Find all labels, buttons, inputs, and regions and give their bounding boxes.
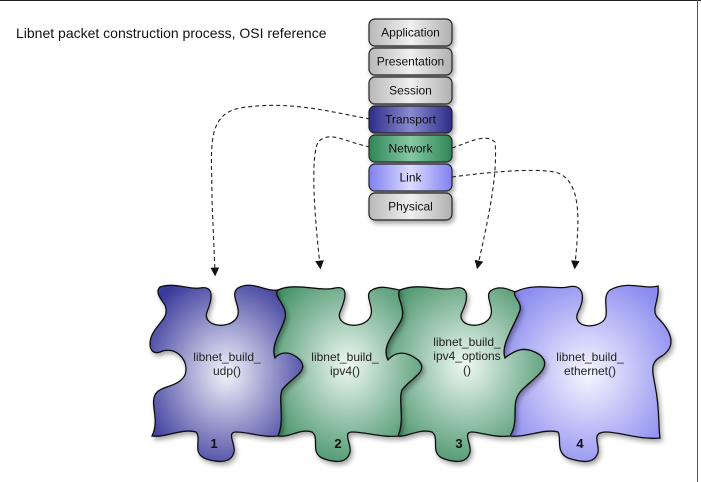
puzzle-piece-2-number: 2	[334, 436, 341, 451]
osi-layer-link: Link	[368, 163, 453, 192]
osi-layer-box	[368, 47, 453, 76]
osi-layer-network: Network	[368, 134, 453, 163]
osi-layer-label: Network	[388, 142, 433, 156]
osi-layer-session: Session	[368, 76, 453, 105]
puzzle-piece-2-label: ipv4()	[330, 364, 360, 378]
connector-network-to-piece-2	[313, 136, 371, 270]
puzzle-piece-4-number: 4	[576, 436, 584, 451]
puzzle-piece-1-shape	[149, 284, 304, 463]
puzzle-piece-4-label: libnet_build_	[556, 350, 624, 364]
puzzle-piece-3-number: 3	[455, 436, 462, 451]
osi-layer-box	[368, 192, 453, 221]
connector-transport-to-piece-1	[210, 104, 371, 277]
puzzle-piece-4-label: ethernet()	[564, 364, 616, 378]
diagram-title: Libnet packet construction process, OSI …	[16, 25, 327, 41]
osi-layer-application: Application	[368, 18, 453, 47]
connector-link-to-piece-4	[451, 169, 580, 270]
frame-right-border	[697, 0, 698, 482]
osi-layer-transport: Transport	[368, 105, 453, 134]
frame-top-border	[0, 0, 701, 1]
puzzle-piece-1	[149, 284, 304, 463]
osi-layer-box	[368, 18, 453, 47]
osi-layer-label: Application	[381, 26, 440, 40]
osi-layer-label: Session	[389, 84, 432, 98]
osi-layer-label: Physical	[388, 200, 433, 214]
osi-layer-box	[368, 76, 453, 105]
puzzle-piece-3-label: ()	[463, 363, 471, 377]
puzzle-piece-1-label: udp()	[213, 364, 241, 378]
osi-layer-label: Transport	[385, 113, 437, 127]
osi-layer-box	[368, 163, 453, 192]
osi-layer-physical: Physical	[368, 192, 453, 221]
puzzle-piece-3-label: libnet_build_	[433, 335, 501, 349]
osi-layer-box	[368, 105, 453, 134]
puzzle-piece-labels: libnet_build_udp()1libnet_build_ipv4()2l…	[193, 335, 624, 451]
puzzle-piece-1-number: 1	[210, 436, 217, 451]
puzzle-piece-2-label: libnet_build_	[311, 350, 379, 364]
osi-layer-label: Link	[399, 171, 422, 185]
osi-layer-label: Presentation	[377, 55, 444, 69]
connector-network-to-piece-3	[451, 137, 497, 270]
puzzle-piece-3-label: ipv4_options	[433, 349, 500, 363]
puzzle-piece-1-label: libnet_build_	[193, 350, 261, 364]
osi-layer-stack: ApplicationPresentationSessionTransportN…	[368, 18, 453, 221]
osi-layer-presentation: Presentation	[368, 47, 453, 76]
osi-layer-box	[368, 134, 453, 163]
